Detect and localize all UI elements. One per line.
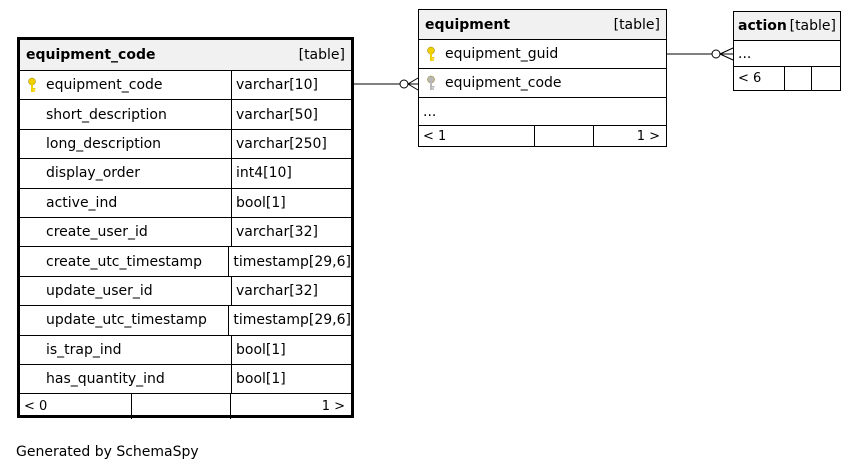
column-name-text: equipment_code [445, 75, 562, 91]
column-row[interactable]: active_ind bool[1] [20, 188, 351, 218]
column-name: is_trap_ind [20, 336, 231, 364]
column-row[interactable]: create_utc_timestamp timestamp[29,6] [20, 247, 351, 277]
key-icon [427, 75, 435, 90]
column-name-text: create_utc_timestamp [46, 253, 203, 270]
column-name-text: create_user_id [46, 224, 148, 241]
column-row[interactable]: update_user_id varchar[32] [20, 276, 351, 307]
table-footer: < 1 1 > [419, 126, 666, 147]
more-columns: ... [734, 41, 840, 67]
column-type: varchar[250] [231, 129, 351, 159]
table-name: equipment_code [26, 47, 156, 63]
column-name-text: display_order [46, 165, 141, 182]
column-name: equipment_code [419, 69, 666, 97]
table-action[interactable]: action [table] ... < 6 [733, 11, 841, 91]
key-icon [427, 46, 435, 61]
column-name-text: update_user_id [46, 282, 153, 299]
footer-middle [131, 394, 231, 420]
table-kind: [table] [613, 16, 660, 33]
table-name: action [738, 18, 787, 34]
column-type: varchar[10] [231, 71, 351, 100]
footer-middle [784, 67, 812, 90]
footer-middle [534, 126, 594, 147]
footer-left: < 6 [738, 71, 762, 86]
relationship-equipment-action [666, 47, 734, 61]
column-row[interactable]: update_utc_timestamp timestamp[29,6] [20, 306, 351, 336]
column-type: varchar[50] [231, 100, 351, 129]
footer-left: < 1 [423, 129, 447, 144]
table-header: action [table] [734, 12, 840, 41]
footer-right [812, 67, 840, 90]
table-header: equipment_code [table] [20, 40, 351, 71]
column-type: bool[1] [231, 364, 351, 394]
column-row[interactable]: display_order int4[10] [20, 159, 351, 189]
column-name: active_ind [20, 189, 231, 217]
column-name: has_quantity_ind [20, 365, 231, 393]
column-row[interactable]: has_quantity_ind bool[1] [20, 364, 351, 395]
column-row[interactable]: long_description varchar[250] [20, 129, 351, 160]
column-type: timestamp[29,6] [228, 247, 351, 276]
column-name-text: update_utc_timestamp [46, 312, 207, 329]
column-row[interactable]: equipment_code varchar[10] [20, 71, 351, 101]
column-name-text: equipment_guid [445, 46, 559, 62]
column-name: equipment_code [20, 71, 231, 99]
table-footer: < 0 1 > [20, 394, 351, 420]
column-name-text: has_quantity_ind [46, 371, 165, 388]
more-columns: ... [419, 98, 666, 126]
column-name: long_description [20, 130, 231, 158]
table-header: equipment [table] [419, 10, 666, 40]
column-type: varchar[32] [231, 276, 351, 306]
column-name-text: equipment_code [46, 77, 163, 94]
column-name: create_utc_timestamp [20, 247, 228, 275]
table-name: equipment [425, 16, 511, 33]
footer-right: 1 > [321, 399, 345, 415]
table-footer: < 6 [734, 67, 840, 90]
column-row[interactable]: short_description varchar[50] [20, 100, 351, 130]
column-list: equipment_guid equipment_code [419, 40, 666, 98]
column-row[interactable]: create_user_id varchar[32] [20, 217, 351, 248]
column-row[interactable]: equipment_guid [419, 40, 666, 69]
table-kind: [table] [789, 18, 836, 34]
relationship-equipment-code [352, 77, 419, 91]
column-name-text: short_description [46, 106, 167, 123]
column-type: varchar[32] [231, 217, 351, 247]
column-name: update_utc_timestamp [20, 306, 228, 334]
column-name-text: long_description [46, 135, 162, 152]
generated-by-label: Generated by SchemaSpy [16, 444, 199, 460]
column-row[interactable]: equipment_code [419, 69, 666, 98]
column-row[interactable]: is_trap_ind bool[1] [20, 335, 351, 365]
table-kind: [table] [298, 47, 345, 63]
column-type: bool[1] [231, 188, 351, 217]
column-type: timestamp[29,6] [228, 306, 351, 335]
column-name-text: active_ind [46, 194, 118, 211]
footer-left: < 0 [24, 399, 48, 415]
footer-right: 1 > [636, 129, 660, 144]
column-type: int4[10] [231, 159, 351, 188]
column-name: update_user_id [20, 277, 231, 305]
column-name: display_order [20, 159, 231, 187]
column-name: equipment_guid [419, 40, 666, 68]
column-name-text: is_trap_ind [46, 341, 122, 358]
column-type: bool[1] [231, 335, 351, 364]
key-icon [28, 77, 36, 93]
column-name: create_user_id [20, 218, 231, 246]
column-name: short_description [20, 100, 231, 128]
